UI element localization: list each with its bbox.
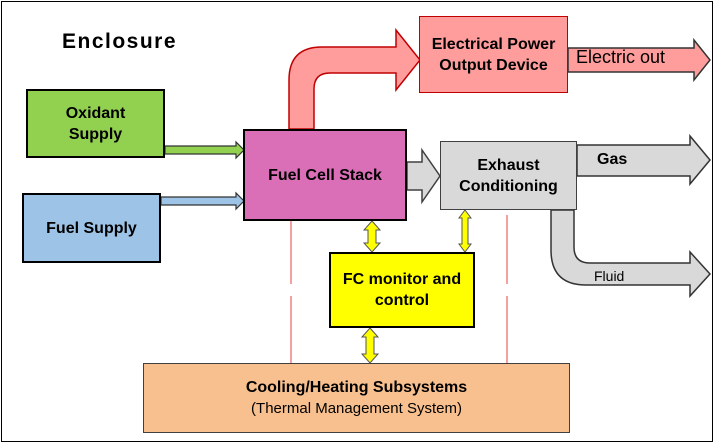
fluid-out-arrow [550, 209, 712, 298]
fuel-supply-block: Fuel Supply [22, 193, 161, 263]
stack-monitor-link [362, 220, 382, 253]
oxidant-supply-block: Oxidant Supply [26, 89, 165, 158]
gas-out-arrow [576, 133, 711, 187]
fuel-cell-stack-block: Fuel Cell Stack [243, 129, 407, 221]
exhaust-conditioning-label: Exhaust Conditioning [459, 156, 558, 195]
fc-monitor-block: FC monitor and control [329, 252, 475, 328]
exhaust-monitor-link [458, 209, 472, 253]
fc-monitor-label: FC monitor and control [342, 271, 462, 309]
cooling-sublabel: (Thermal Management System) [251, 400, 462, 417]
enclosure-title: Enclosure [62, 30, 178, 53]
cooling-label: Cooling/Heating Subsystems [245, 379, 468, 396]
cooling-subsystems-block: Cooling/Heating Subsystems (Thermal Mana… [143, 363, 570, 433]
fuel-supply-label: Fuel Supply [46, 219, 137, 237]
oxidant-supply-label: Oxidant Supply [65, 104, 126, 143]
power-output-label: Electrical Power Output Device [431, 35, 556, 74]
fuel-to-stack-arrow [160, 191, 245, 211]
power-arrow [288, 27, 421, 130]
electric-out-arrow [567, 37, 711, 83]
monitor-cooling-link [360, 327, 380, 364]
fluid-label: Fluid [594, 268, 625, 284]
stack-to-exhaust-arrow [406, 147, 441, 205]
fuel-cell-stack-label: Fuel Cell Stack [268, 166, 382, 184]
oxidant-to-stack-arrow [164, 140, 245, 160]
power-output-block: Electrical Power Output Device [419, 16, 568, 93]
exhaust-conditioning-block: Exhaust Conditioning [440, 141, 577, 210]
electric-out-label: Electric out [576, 47, 666, 67]
gas-label: Gas [597, 151, 628, 168]
